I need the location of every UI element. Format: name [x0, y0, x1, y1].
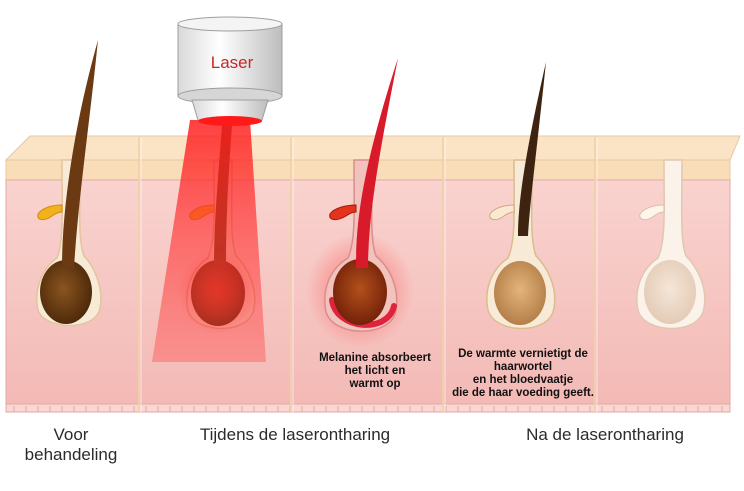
panel-dividers-shade	[140, 137, 598, 412]
note-line: warmt op	[349, 378, 401, 390]
note-melanine: Melanine absorbeert het licht en warmt o…	[300, 352, 450, 391]
note-line: De warmte vernietigt de	[458, 348, 588, 360]
note-warmte: De warmte vernietigt de haarwortel en he…	[438, 348, 608, 400]
hair-shaft	[518, 62, 546, 236]
note-line: die de haar voeding geeft.	[452, 387, 594, 399]
follicle-destroyed	[486, 62, 556, 330]
skin-base-strip	[5, 403, 731, 413]
laser-device: Laser	[177, 16, 283, 126]
follicle-before	[36, 40, 102, 327]
follicle-laser	[152, 120, 266, 362]
note-line: haarwortel	[493, 361, 553, 373]
note-line: het licht en	[344, 365, 406, 377]
note-line: en het bloedvaatje	[472, 374, 574, 386]
follicle-heated	[306, 58, 414, 348]
sebaceous-gland-icon	[489, 204, 515, 221]
hair-bulb	[40, 260, 92, 324]
sebaceous-gland-icon	[37, 204, 63, 221]
hair-shaft	[356, 58, 398, 268]
caption-during: Tijdens de laserontharing	[199, 425, 391, 444]
hair-shaft	[62, 40, 98, 268]
hair-bulb	[333, 259, 387, 325]
sebaceous-gland-icon	[639, 204, 665, 221]
caption-before: Voor behandeling	[6, 425, 136, 465]
note-line: Melanine absorbeert	[319, 352, 431, 364]
base-ticks	[13, 406, 723, 412]
laser-nozzle	[191, 99, 269, 121]
panel-dividers	[138, 137, 596, 412]
caption-after: Na de laserontharing	[526, 425, 684, 444]
hair-bulb	[644, 260, 696, 324]
caption-line: Voor	[53, 425, 89, 444]
follicle-empty	[636, 159, 706, 330]
laser-head-rim	[177, 16, 283, 32]
laser-aperture	[198, 116, 262, 126]
hair-bulb	[494, 261, 546, 325]
sebaceous-gland-icon	[329, 204, 357, 221]
laser-hot-spot	[178, 250, 258, 334]
laser-label: Laser	[211, 53, 254, 72]
caption-line: behandeling	[24, 445, 118, 464]
